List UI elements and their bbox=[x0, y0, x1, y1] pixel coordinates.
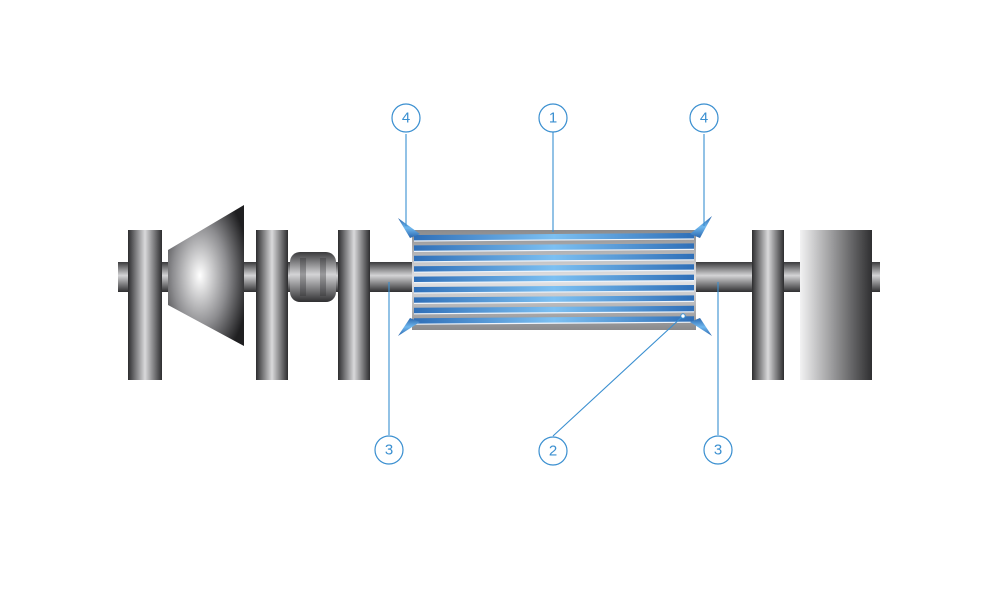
callout-3-left: 3 bbox=[374, 435, 404, 465]
callout-4-right: 4 bbox=[689, 103, 719, 133]
callout-4-left-label: 4 bbox=[402, 110, 410, 127]
coil-turn-gap bbox=[413, 280, 695, 284]
callout-4-left: 4 bbox=[391, 103, 421, 133]
coil bbox=[398, 216, 712, 336]
flange-top-left bbox=[398, 218, 420, 238]
flange-bottom-right bbox=[690, 318, 712, 336]
callout-2-label: 2 bbox=[549, 443, 557, 460]
callout-3-right: 3 bbox=[703, 435, 733, 465]
coil-turn-gap bbox=[413, 269, 695, 273]
coil-turn-gap bbox=[413, 300, 695, 304]
callout-4-right-label: 4 bbox=[700, 110, 708, 127]
leader-2-dot bbox=[680, 313, 686, 319]
callout-3-left-label: 3 bbox=[385, 442, 393, 459]
coil-turn-gap bbox=[413, 290, 695, 294]
flange-bottom-left bbox=[398, 318, 420, 336]
callout-1-label: 1 bbox=[549, 110, 557, 127]
coil-turn-gap bbox=[413, 259, 695, 263]
leader-lines bbox=[388, 132, 719, 437]
cone-pulley bbox=[168, 205, 244, 346]
shaft-coupling bbox=[290, 252, 336, 302]
flange-top-right bbox=[690, 216, 712, 238]
third-support-plate bbox=[338, 230, 370, 380]
callout-2: 2 bbox=[538, 436, 568, 466]
left-support-plate bbox=[128, 230, 162, 380]
coil-turn-gap bbox=[413, 248, 695, 252]
coil-turn-gap bbox=[413, 321, 695, 325]
callout-1: 1 bbox=[538, 103, 568, 133]
coil-turn-gap bbox=[413, 238, 695, 242]
right-end-block bbox=[800, 230, 872, 380]
coil-turns bbox=[413, 233, 695, 325]
leader-2 bbox=[552, 315, 684, 437]
second-support-plate bbox=[256, 230, 288, 380]
right-support-plate bbox=[752, 230, 784, 380]
coil-turn-gap bbox=[413, 311, 695, 315]
callout-3-right-label: 3 bbox=[714, 442, 722, 459]
